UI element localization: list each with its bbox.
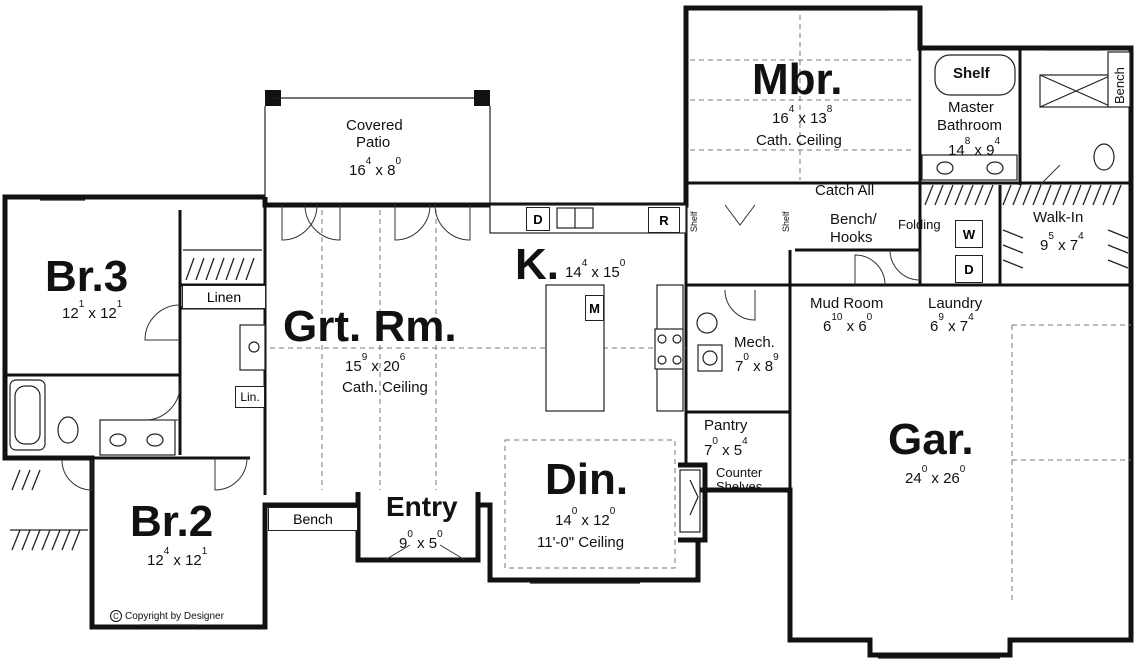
label-bench-hooks-1: Bench/ [830,211,877,228]
note-master-bedroom: Cath. Ceiling [756,132,842,149]
master-tub [934,54,1016,96]
patio-label-line1: Covered [346,117,403,134]
dim-mud-room: 610 x 60 [823,312,873,335]
closet-hatch-br2 [10,469,88,551]
label-shelf-bath: Shelf [953,65,990,82]
dim-pantry: 70 x 54 [704,436,748,459]
label-bench-hooks-2: Hooks [830,229,873,246]
label-shelf-left: Shelf [689,211,699,232]
window-marks [40,9,1100,659]
door-swings [61,164,1061,561]
dim-master-bedroom: 164 x 138 [772,104,833,127]
room-name-laundry: Laundry [928,295,983,312]
dim-br2: 124 x 121 [147,546,208,569]
label-bench: Bench [268,507,358,531]
dim-laundry: 69 x 74 [930,312,974,335]
label-shelves: Shelves [716,479,763,494]
appliance-dryer: D [955,255,983,283]
label-bench-master-bath: Bench [1112,67,1127,104]
closet-hatch-br3 [183,249,262,281]
appliance-washer: W [955,220,983,248]
dim-entry: 90 x 50 [399,529,443,552]
note-dining: 11'-0" Ceiling [537,534,625,551]
room-name-master-bedroom: Mbr. [752,55,843,104]
room-name-walk-in: Walk-In [1033,209,1084,226]
label-counter: Counter [716,465,763,480]
dim-master-bath: 148 x 94 [948,136,1000,159]
room-name-mud-room: Mud Room [810,295,884,312]
master-bath-label-line1: Master [948,99,994,116]
label-catch-all: Catch All [815,182,875,199]
room-name-br3: Br.3 [45,252,129,301]
patio-post-right [474,90,490,106]
room-name-entry: Entry [386,491,458,522]
label-linen: Linen [182,285,266,309]
dim-great-room: 159 x 206 [345,352,406,375]
fireplace-great-room [239,324,266,371]
room-name-br2: Br.2 [130,497,214,546]
appliance-refrigerator: R [648,207,680,233]
dim-br3: 121 x 121 [62,299,123,322]
appliance-microwave: M [585,295,604,321]
note-great-room: Cath. Ceiling [342,379,428,396]
label-lin: Lin. [235,386,265,408]
chimney-box [678,462,708,543]
master-vanity [921,154,1018,181]
room-name-mech: Mech. [734,334,775,351]
room-name-great-room: Grt. Rm. [283,302,457,351]
exterior-wall-entry [355,492,481,563]
exterior-wall-west [2,194,358,630]
copyright-icon: C [110,610,122,622]
dim-kitchen: 144 x 150 [565,258,626,281]
label-shelf-right: Shelf [781,211,791,232]
copyright-text: Copyright by Designer [125,610,224,622]
label-folding: Folding [898,217,941,232]
master-bath-label-line2: Bathroom [937,117,1003,134]
copyright-note: C Copyright by Designer [110,610,224,622]
exterior-wall-garage [698,285,1134,658]
exterior-wall-south-dining [478,502,701,583]
closet-hatch-walkin [924,184,1129,269]
dim-patio: 164 x 80 [349,156,401,179]
dim-garage: 240 x 260 [905,464,966,487]
room-name-garage: Gar. [888,415,974,464]
fireplace-dining [679,469,701,533]
room-name-kitchen: K. [515,240,559,289]
appliance-dishwasher: D [526,207,550,231]
dim-dining: 140 x 120 [555,506,616,529]
room-name-pantry: Pantry [704,417,748,434]
dim-walk-in: 95 x 74 [1040,231,1084,254]
patio-label-line2: Patio [356,134,391,151]
dim-mech: 70 x 89 [735,352,779,375]
room-name-dining: Din. [545,455,629,504]
